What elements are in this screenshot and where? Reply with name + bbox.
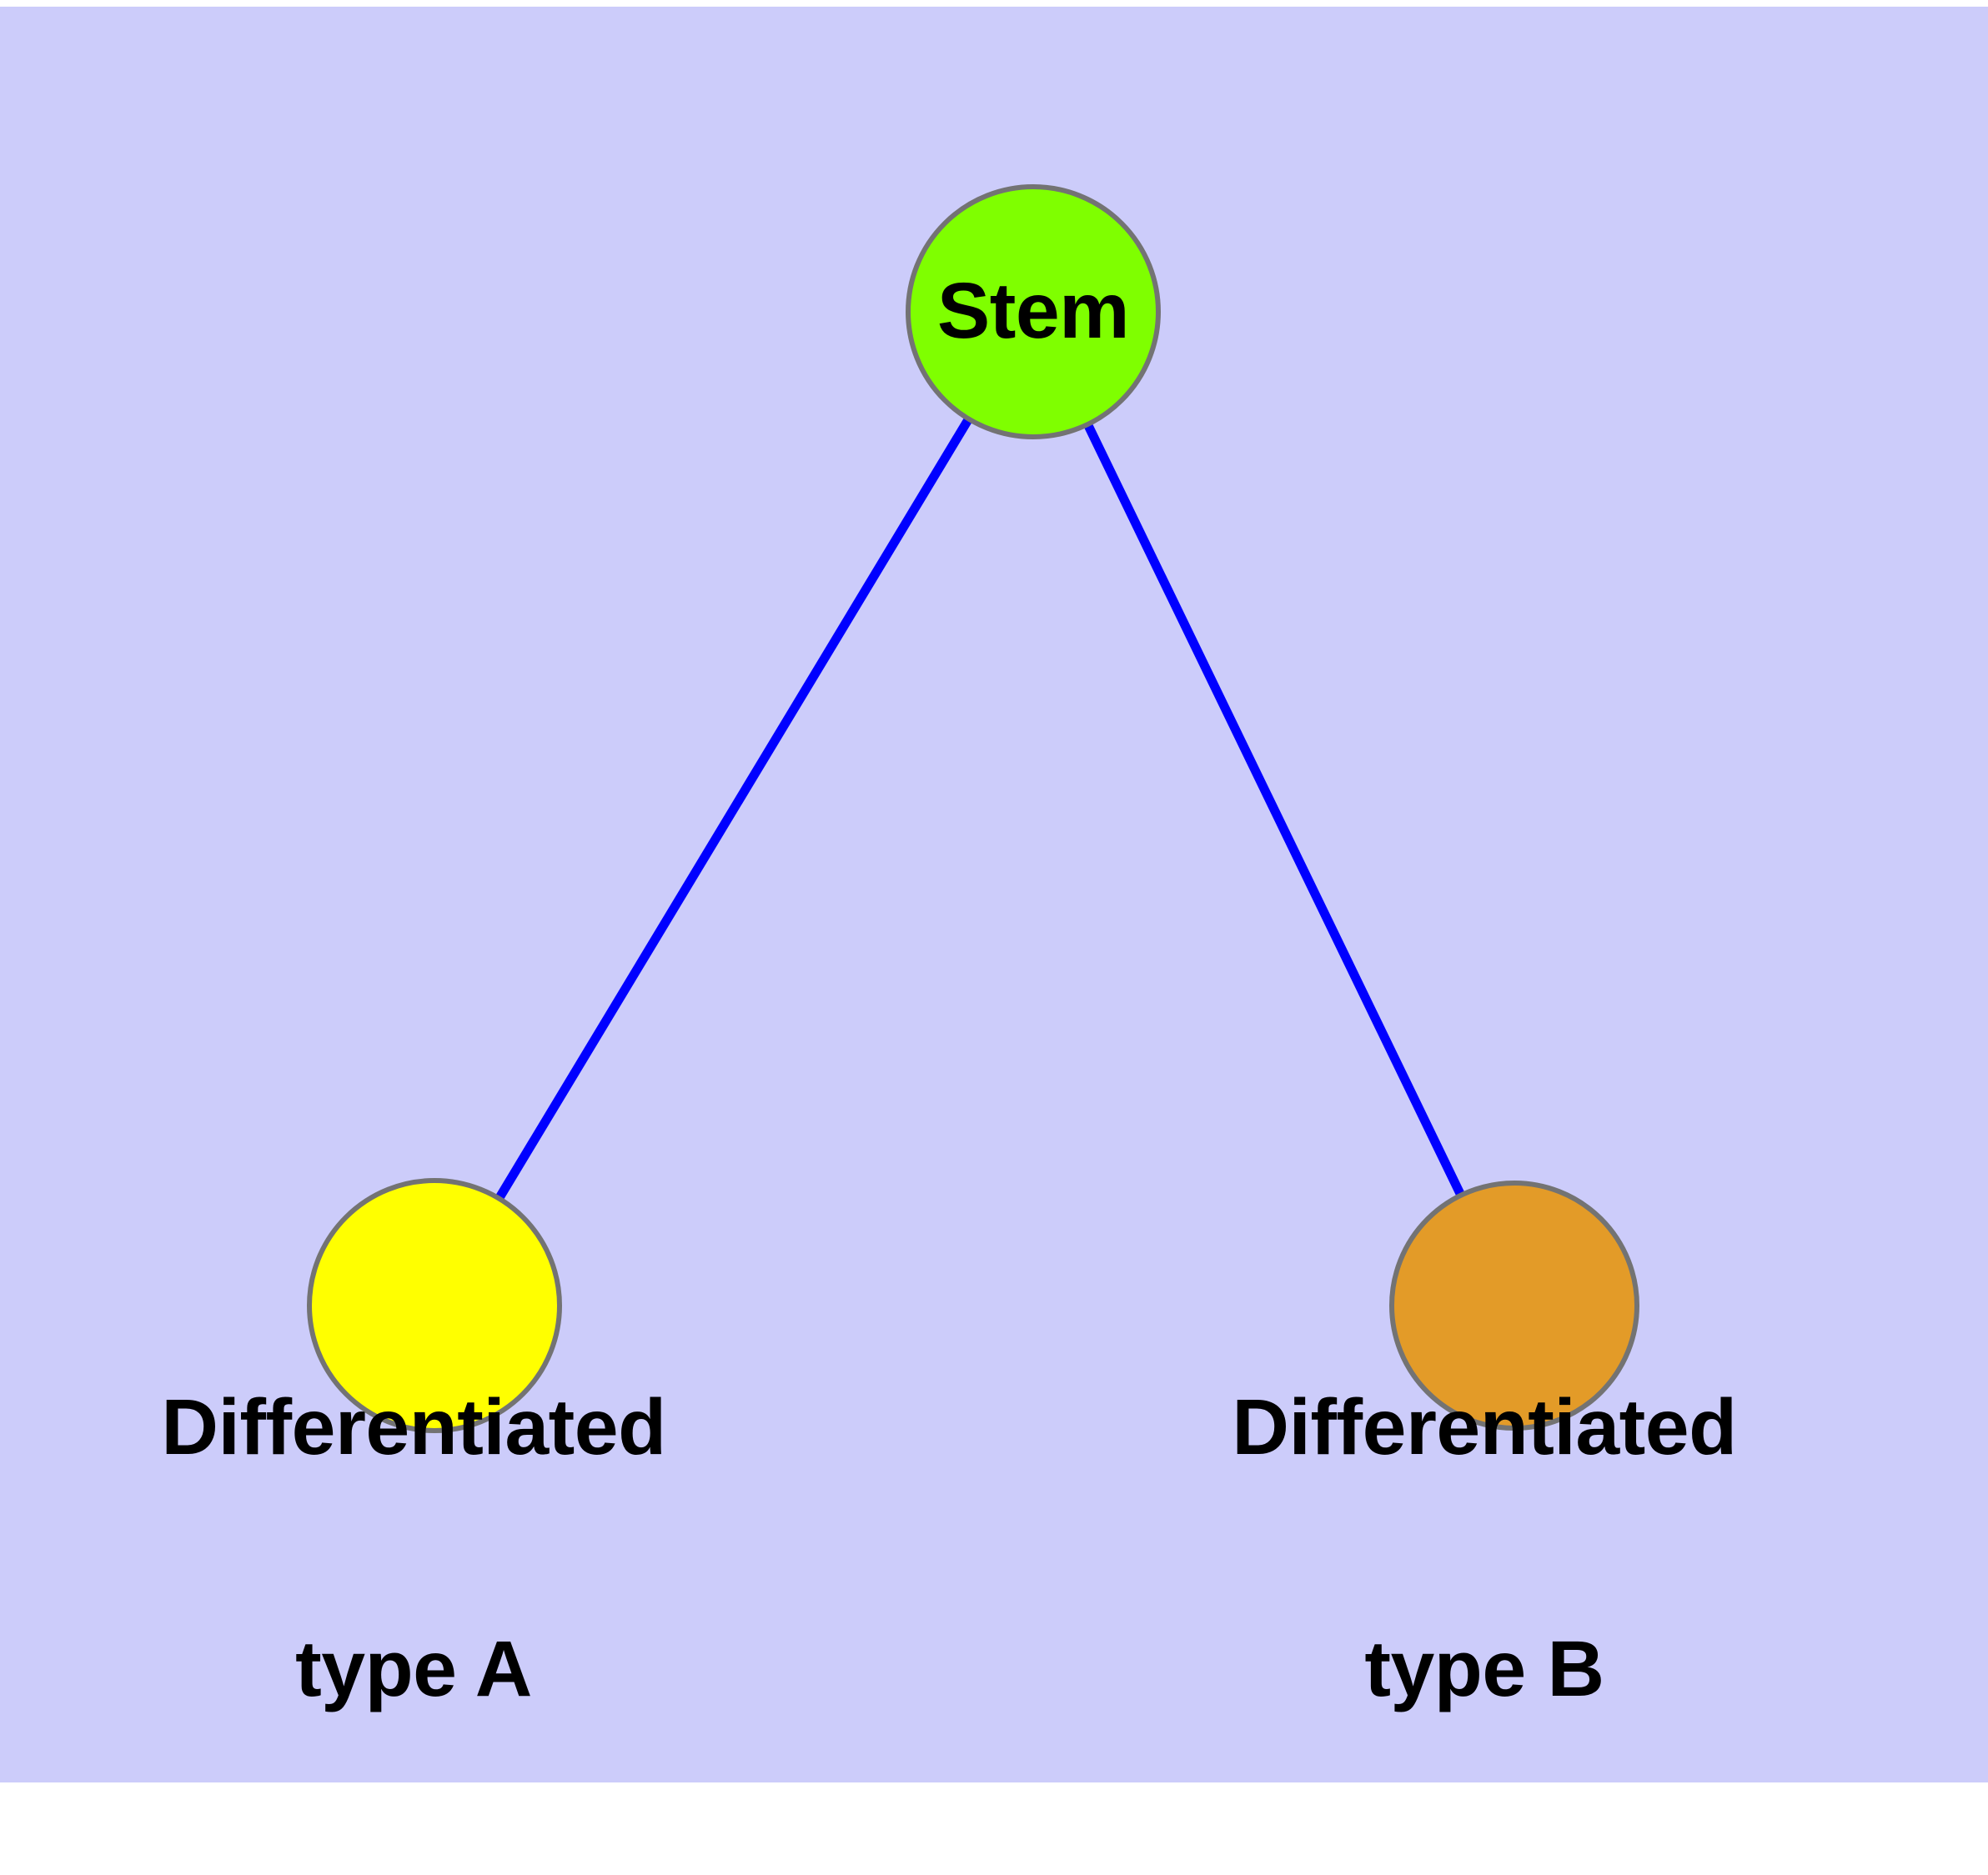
- figure-canvas: Stem Differentiated type A Differentiate…: [0, 7, 1988, 1782]
- edge-layer: [430, 309, 1519, 1308]
- node-layer: [307, 184, 1639, 1433]
- node-differentiated-type-a[interactable]: [307, 1178, 562, 1433]
- node-stem[interactable]: [906, 184, 1161, 439]
- edge-stem-to-differentiated-type-a[interactable]: [430, 309, 1037, 1308]
- edge-stem-to-differentiated-type-b[interactable]: [1029, 309, 1519, 1308]
- node-differentiated-type-b[interactable]: [1389, 1181, 1639, 1431]
- graph-svg: [307, 184, 1639, 1433]
